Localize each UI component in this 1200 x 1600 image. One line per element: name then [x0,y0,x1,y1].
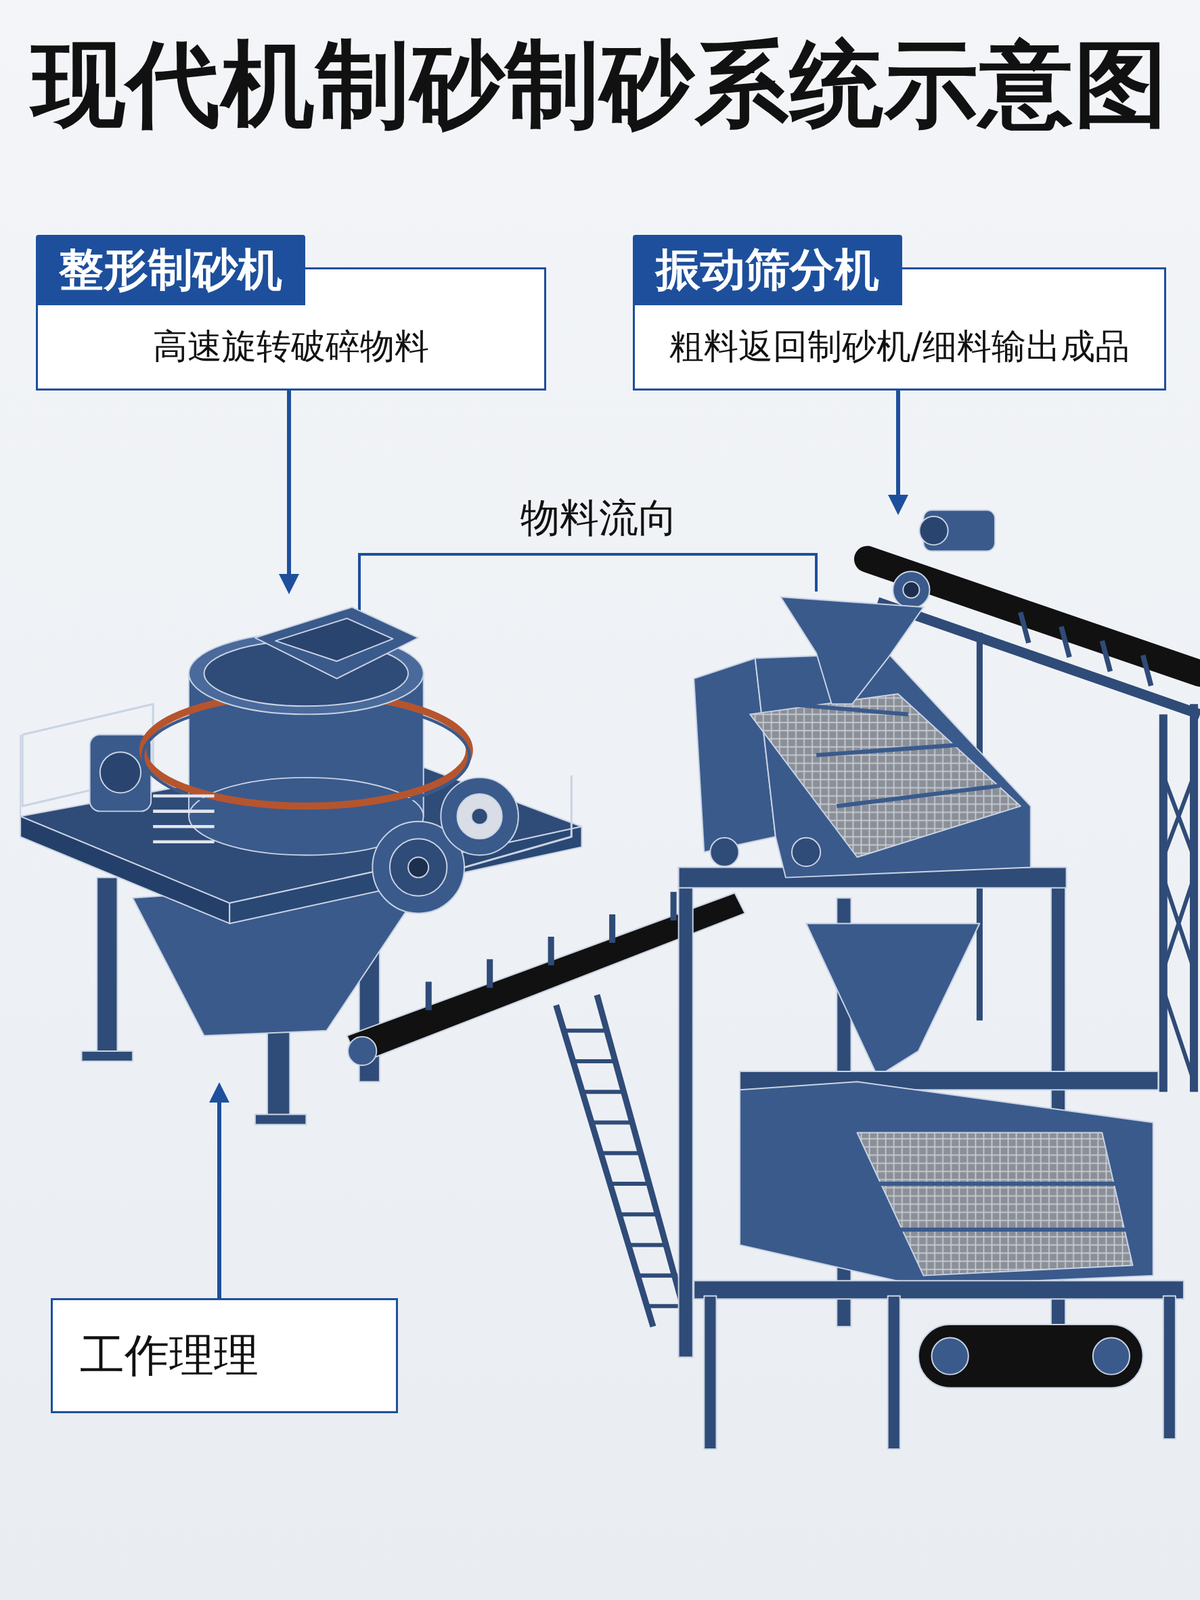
note-text: 工作理理 [79,1300,259,1412]
callout-body: 粗料返回制砂机/细料输出成品 [634,324,1165,369]
vibrating-screen [678,596,1184,1450]
leader-arrow [896,390,901,511]
sand-making-machine [20,607,582,1125]
flow-line [359,554,817,613]
callout-body: 高速旋转破碎物料 [37,324,545,369]
callout-heading: 整形制砂机 [35,234,306,306]
diagram-title: 现代机制砂制砂系统示意图 [0,27,1200,143]
flow-label: 物料流向 [520,494,678,542]
leader-arrow [286,390,292,591]
callout-box: 振动筛分机粗料返回制砂机/细料输出成品 [632,267,1167,391]
callout-heading: 振动筛分机 [632,234,903,306]
leader-arrow [217,1086,222,1299]
callout-box: 整形制砂机高速旋转破碎物料 [35,267,547,391]
note-box: 工作理理 [50,1298,398,1414]
